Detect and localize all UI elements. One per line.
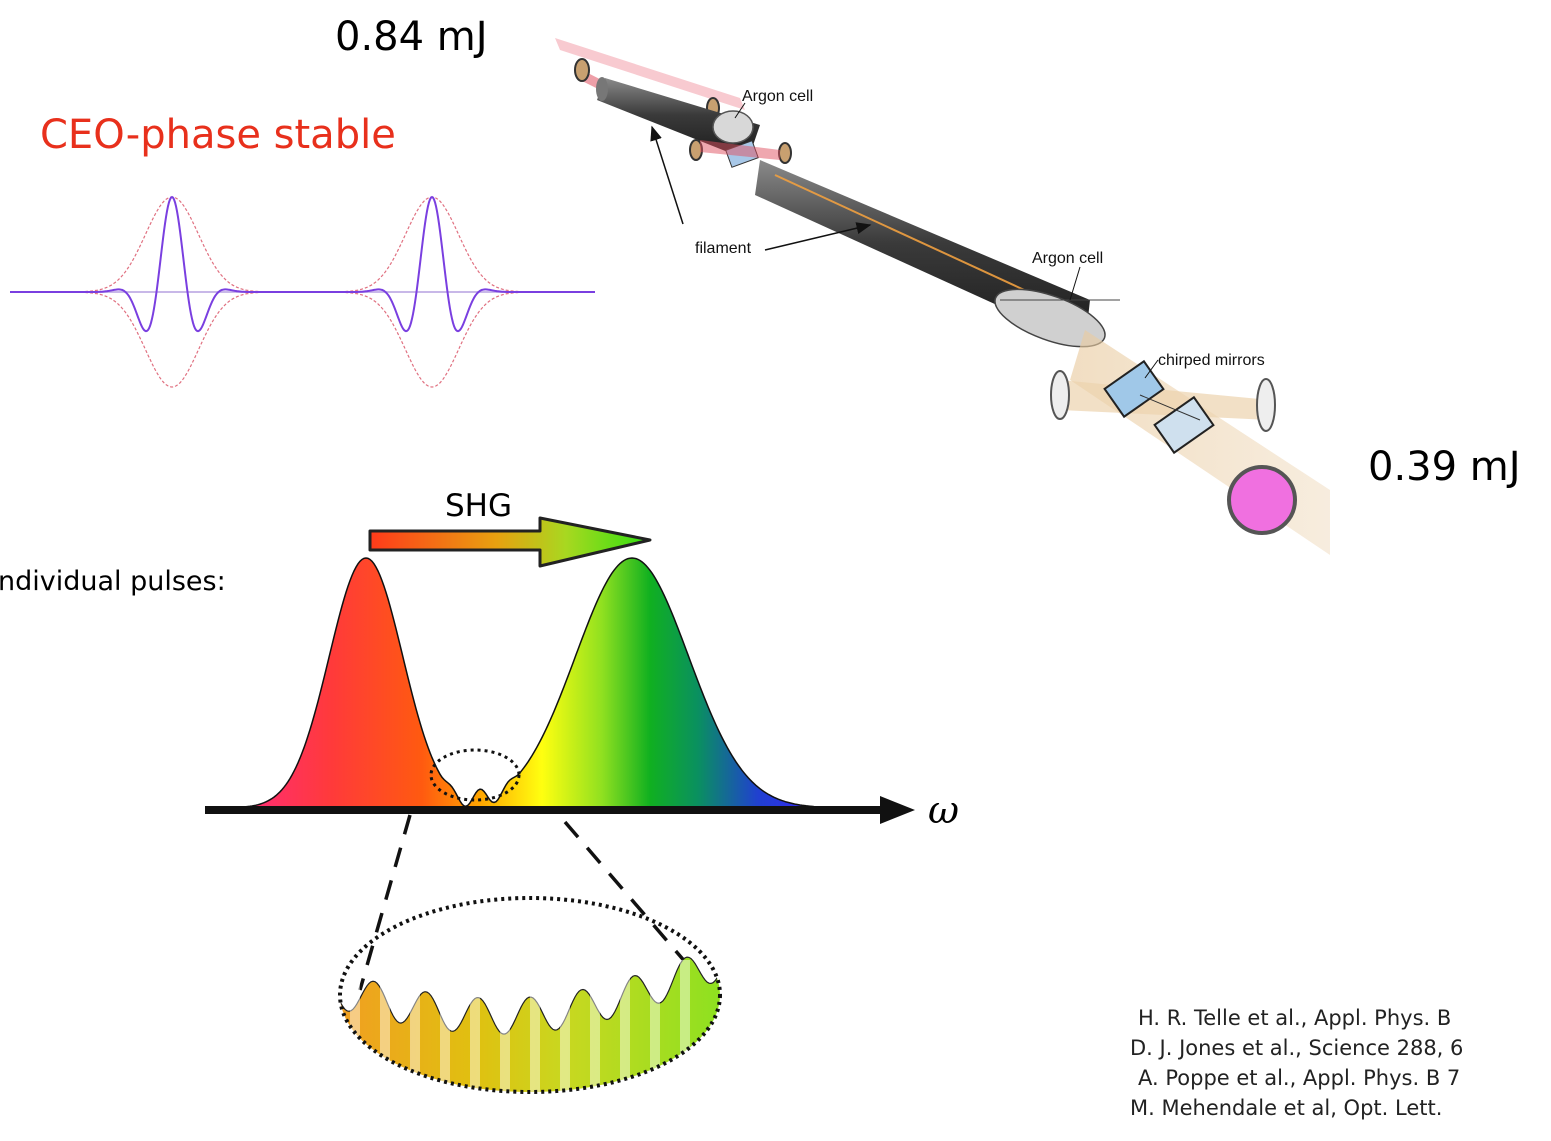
fringe-highlight — [350, 960, 360, 1092]
interference-fringes — [340, 956, 720, 1092]
chirped-mirror-left — [1050, 370, 1070, 420]
filament-pointer-1 — [650, 125, 684, 225]
omega-axis-label: ω — [928, 788, 959, 832]
spectrum-plot — [205, 557, 915, 991]
fringe-highlight — [680, 960, 690, 1092]
shg-arrow — [368, 516, 652, 568]
zoom-line-right — [563, 820, 707, 987]
shg-label: SHG — [445, 488, 513, 524]
fringe-highlight — [380, 960, 390, 1092]
chirped-mirrors-label: chirped mirrors — [1158, 352, 1265, 369]
argon-cell-label-2: Argon cell — [1032, 250, 1104, 267]
individual-pulses-label: Individual pulses: — [0, 566, 226, 597]
argon-cell-label-1: Argon cell — [742, 88, 814, 105]
fringe-highlight — [530, 960, 540, 1092]
chirped-mirror-right — [1256, 378, 1276, 432]
argon-cell-window-1 — [712, 110, 754, 144]
fringe-highlight — [560, 960, 570, 1092]
input-beam — [555, 38, 745, 110]
chirped-mirror-block-2 — [1153, 395, 1215, 455]
reference-2: D. J. Jones et al., Science 288, 6 — [1130, 1036, 1464, 1060]
fringe-highlight — [470, 960, 480, 1092]
input-mirror — [574, 58, 590, 82]
fringe-highlight — [620, 960, 630, 1092]
fringe-highlight — [410, 960, 420, 1092]
output-energy-label: 0.39 mJ — [1368, 444, 1521, 490]
reference-4: M. Mehendale et al, Opt. Lett. — [1130, 1096, 1443, 1120]
interference-region — [429, 748, 521, 802]
chirped-mirror-block — [1103, 359, 1165, 419]
fringe-highlight — [440, 960, 450, 1092]
ceo-phase-label: CEO-phase stable — [40, 112, 396, 158]
zoom-line-left — [358, 814, 412, 991]
optical-setup — [555, 38, 1330, 555]
zoom-inset — [338, 896, 722, 1094]
spectrum-curve — [229, 557, 831, 809]
input-energy-label: 0.84 mJ — [335, 14, 488, 60]
axis-arrowhead — [880, 796, 915, 824]
filament-pointer-2 — [764, 222, 872, 251]
output-marker — [1227, 465, 1297, 535]
fringe-highlight — [500, 960, 510, 1092]
ceo-waveform — [10, 195, 595, 388]
filament-label: filament — [695, 240, 752, 257]
pulse-envelope-top — [10, 196, 595, 293]
references-block: H. R. Telle et al., Appl. Phys. B D. J. … — [1130, 1003, 1551, 1123]
argon-cell-window-2 — [994, 288, 1106, 348]
fringe-highlight — [650, 960, 660, 1092]
fringe-highlight — [590, 960, 600, 1092]
reference-1: H. R. Telle et al., Appl. Phys. B — [1138, 1006, 1452, 1030]
pulse-envelope-bottom — [10, 291, 595, 388]
pulse-carrier — [10, 195, 595, 333]
reference-3: A. Poppe et al., Appl. Phys. B 7 — [1138, 1066, 1461, 1090]
